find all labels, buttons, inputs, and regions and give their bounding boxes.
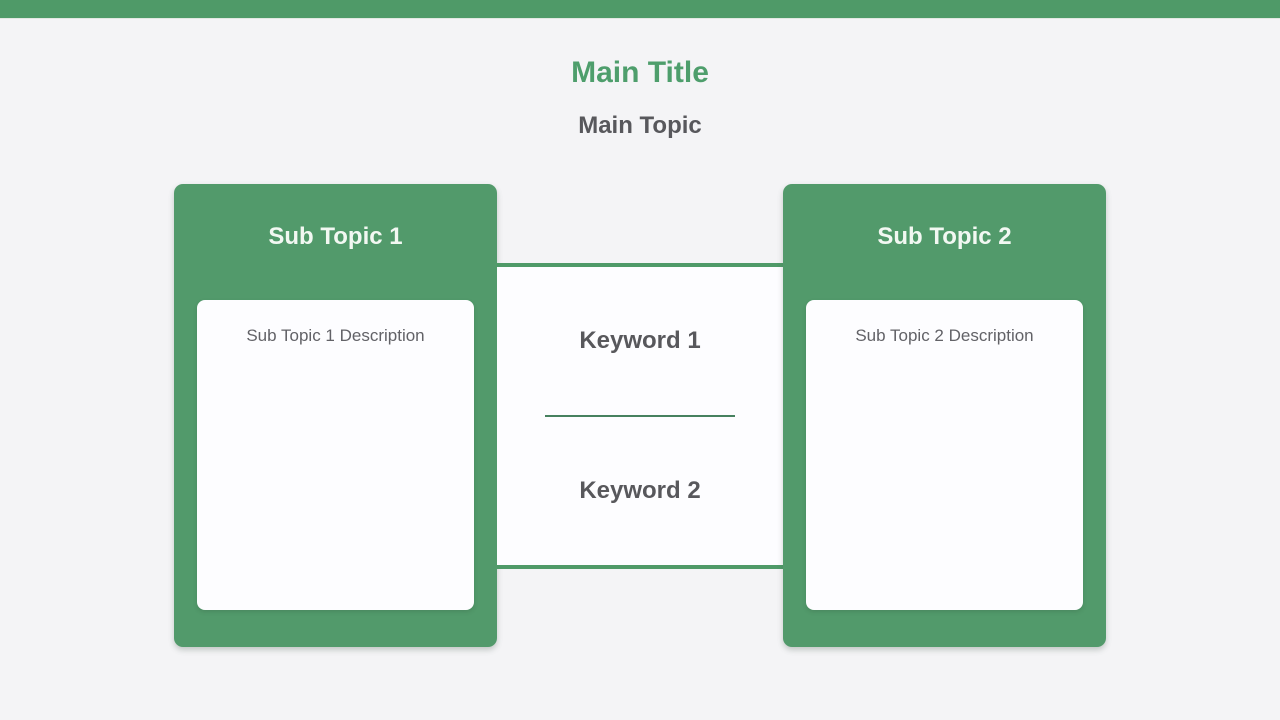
sub-topic-title[interactable]: Sub Topic 2 [877,223,1012,250]
content-row: Sub Topic 1 Sub Topic 1 Description Keyw… [174,184,1106,647]
sub-topic-title[interactable]: Sub Topic 1 [268,223,403,250]
sub-topic-card-2[interactable]: Sub Topic 2 Sub Topic 2 Description [783,184,1106,647]
keyword-divider [545,414,735,417]
sub-topic-body[interactable]: Sub Topic 2 Description [806,300,1083,610]
main-title[interactable]: Main Title [571,56,709,89]
keyword-item-1[interactable]: Keyword 1 [579,326,701,354]
keyword-panel: Keyword 1 Keyword 2 [497,262,783,569]
keyword-item-2[interactable]: Keyword 2 [579,476,701,504]
sub-topic-card-1[interactable]: Sub Topic 1 Sub Topic 1 Description [174,184,497,647]
sub-topic-body[interactable]: Sub Topic 1 Description [197,300,474,610]
sub-topic-description[interactable]: Sub Topic 1 Description [246,326,425,345]
sub-topic-description[interactable]: Sub Topic 2 Description [855,326,1034,345]
top-accent-bar [0,0,1280,19]
main-topic[interactable]: Main Topic [578,112,702,139]
